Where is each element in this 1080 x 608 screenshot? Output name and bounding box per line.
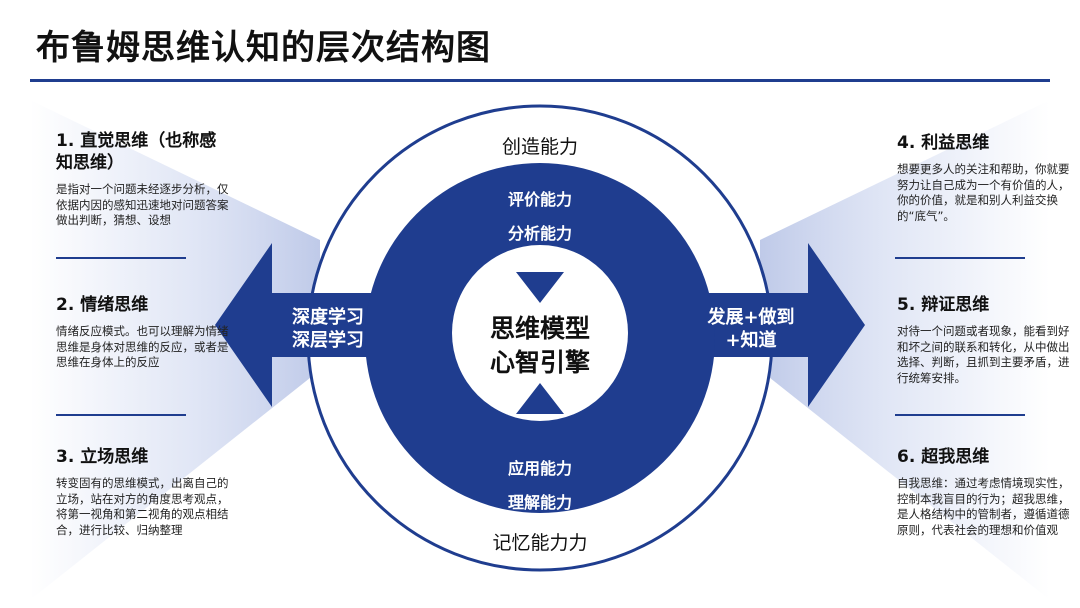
panel-body: 是指对一个问题未经逐步分析，仅依据内因的感知迅速地对问题答案做出判断，猜想、设想 — [56, 182, 229, 227]
left-divider-2 — [56, 414, 186, 416]
panel-body: 转变固有的思维模式，出离自己的立场，站在对方的角度思考观点，将第一视角和第二视角… — [56, 476, 229, 537]
left-arrow-label-2: 深层学习 — [292, 330, 364, 351]
right-fan — [760, 100, 1050, 600]
right-arrow-label-1: 发展+做到 — [707, 307, 795, 328]
panel-body: 情绪反应模式。也可以理解为情绪思维是身体对思维的反应，或者是思维在身体上的反应 — [56, 324, 229, 369]
panel-heading: 4. 利益思维 — [897, 133, 990, 153]
outer-bottom-label: 记忆能力力 — [492, 532, 588, 554]
panel-heading: 2. 情绪思维 — [56, 295, 149, 315]
left-divider-1 — [56, 257, 186, 259]
inner-bottom-label-1: 应用能力 — [507, 459, 572, 478]
left-panel-3: 3. 立场思维 转变固有的思维模式，出离自己的立场，站在对方的角度思考观点，将第… — [56, 446, 231, 538]
triangle-down — [516, 272, 564, 303]
right-panel-6: 6. 超我思维 自我思维：通过考虑情境现实性，控制本我盲目的行为；超我思维，是人… — [897, 446, 1072, 538]
left-arrow-label-1: 深度学习 — [292, 307, 364, 328]
panel-heading: 6. 超我思维 — [897, 447, 990, 467]
right-divider-2 — [895, 414, 1025, 416]
left-fan — [30, 100, 320, 600]
panel-body: 自我思维：通过考虑情境现实性，控制本我盲目的行为；超我思维，是人格结构中的管制者… — [897, 476, 1070, 537]
panel-heading: 5. 辩证思维 — [897, 295, 990, 315]
triangle-up — [516, 383, 564, 414]
right-panel-4: 4. 利益思维 想要更多人的关注和帮助，你就要努力让自己成为一个有价值的人，你的… — [897, 132, 1072, 224]
panel-heading: 1. 直觉思维（也称感知思维） — [56, 131, 217, 173]
right-panel-5: 5. 辩证思维 对待一个问题或者现象，能看到好和坏之间的联系和转化，从中做出选择… — [897, 294, 1072, 386]
left-panel-1: 1. 直觉思维（也称感知思维） 是指对一个问题未经逐步分析，仅依据内因的感知迅速… — [56, 130, 231, 229]
panel-body: 想要更多人的关注和帮助，你就要努力让自己成为一个有价值的人，你的价值，就是和别人… — [897, 162, 1070, 223]
center-circle — [452, 245, 628, 421]
left-panel-2: 2. 情绪思维 情绪反应模式。也可以理解为情绪思维是身体对思维的反应，或者是思维… — [56, 294, 231, 371]
center-label-1: 思维模型 — [489, 314, 590, 343]
outer-top-label: 创造能力 — [501, 136, 578, 158]
panel-heading: 3. 立场思维 — [56, 447, 149, 467]
inner-top-label-1: 评价能力 — [507, 190, 572, 209]
right-divider-1 — [895, 257, 1025, 259]
panel-body: 对待一个问题或者现象，能看到好和坏之间的联系和转化，从中做出选择、判断，且抓到主… — [897, 324, 1070, 385]
page-title: 布鲁姆思维认知的层次结构图 — [36, 28, 491, 68]
inner-top-label-2: 分析能力 — [507, 224, 572, 243]
right-arrow-label-2: +知道 — [725, 330, 777, 351]
title-underline — [30, 79, 1050, 82]
center-label-2: 心智引擎 — [489, 348, 590, 377]
inner-bottom-label-2: 理解能力 — [507, 493, 572, 512]
